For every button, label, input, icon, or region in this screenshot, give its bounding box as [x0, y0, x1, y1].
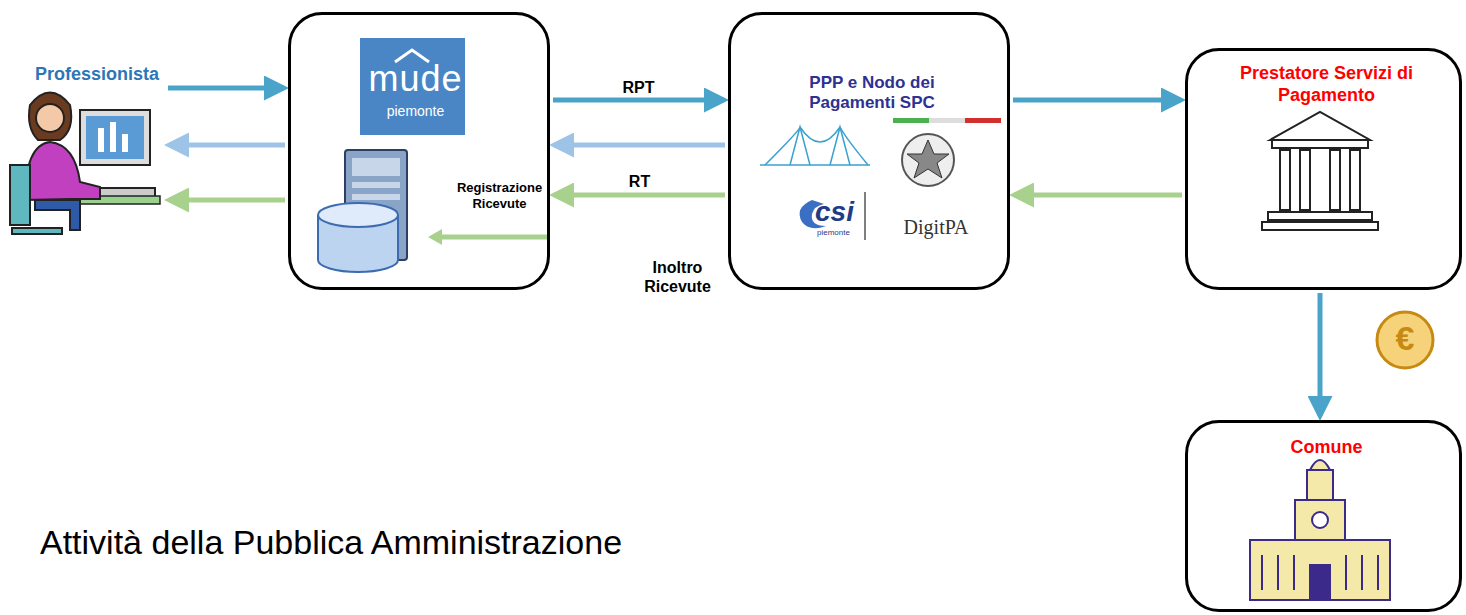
flow-arrow: [554, 193, 725, 198]
person-icon: [10, 93, 160, 235]
node-text: DigitPA: [881, 215, 991, 239]
flow-arrow: [1318, 293, 1323, 416]
note-label: Registrazione Ricevute: [452, 180, 547, 211]
node-text: mude: [363, 57, 468, 100]
node-text: Professionista: [35, 64, 175, 86]
flow-arrow: [1013, 98, 1181, 103]
actor: Professionista: [5, 60, 165, 240]
bank-box: Prestatore Servizi di Pagamento: [1185, 48, 1462, 290]
system-box: PPP e Nodo dei Pagamenti SPC csipiemonte D…: [728, 12, 1010, 290]
municipality-box: Comune: [1185, 420, 1462, 612]
bank-icon: [1262, 112, 1378, 230]
edge-label: RT: [629, 172, 650, 191]
bridge-logo: [760, 127, 870, 165]
node-text: Prestatore Servizi di Pagamento: [1208, 63, 1445, 106]
note-label: Inoltro Ricevute: [630, 258, 725, 296]
system-box: mude piemonte: [288, 12, 550, 290]
flow-arrow: [1014, 193, 1182, 198]
server-icon: [318, 150, 407, 272]
flow-arrow: [168, 86, 284, 91]
flow-arrow: [554, 143, 725, 148]
node-text: csi: [815, 195, 875, 229]
node-text: piemonte: [363, 103, 468, 120]
flow-arrow: [169, 143, 285, 148]
registration-arrow: [438, 235, 548, 240]
flow-arrow: [169, 198, 285, 203]
note-label: Attività della Pubblica Amministrazione: [40, 522, 740, 563]
townhall-icon: [1250, 460, 1390, 600]
node-text: PPP e Nodo dei Pagamenti SPC: [769, 73, 975, 114]
emblem-icon: [902, 134, 954, 186]
euro-icon: [1377, 312, 1433, 368]
flow-arrow: [553, 98, 724, 103]
node-text: Comune: [1208, 437, 1445, 459]
edge-label: RPT: [623, 78, 655, 97]
node-text: piemonte: [817, 228, 867, 238]
note-label: €: [1380, 318, 1430, 359]
